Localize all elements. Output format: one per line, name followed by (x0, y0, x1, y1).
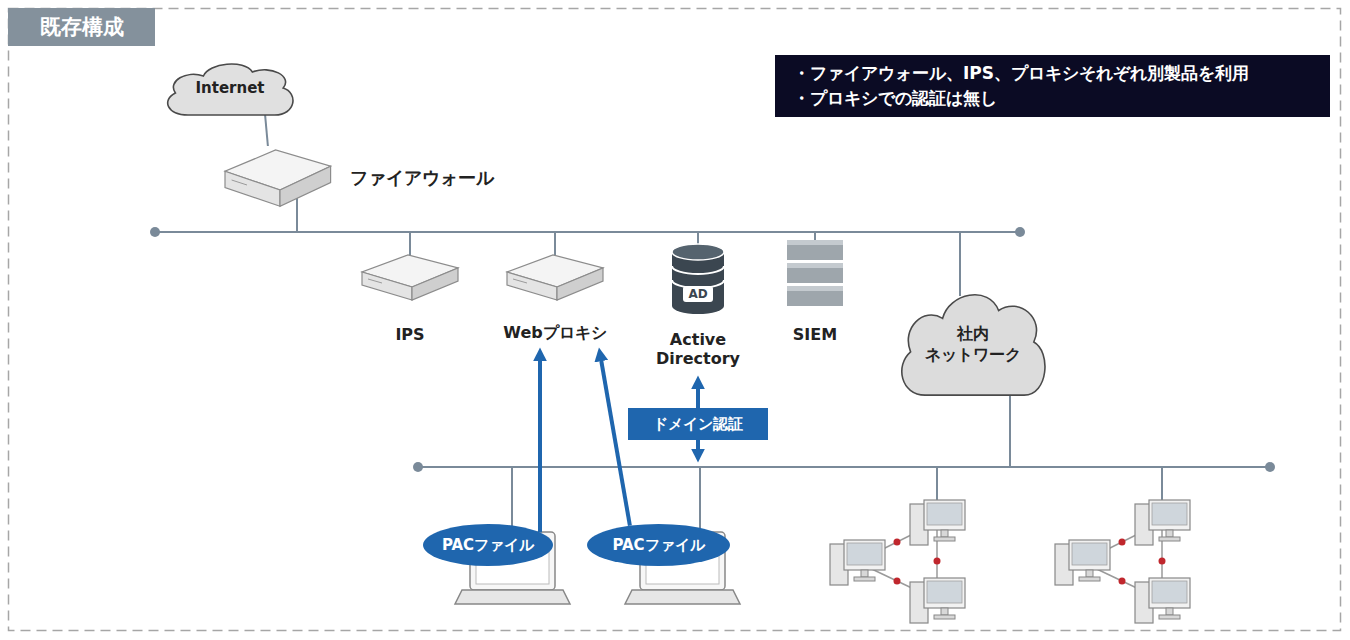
node-text: Active Directory (648, 330, 748, 368)
cloud-outline (902, 295, 1045, 395)
pac-ellipse: PACファイル (587, 524, 730, 566)
pac-ellipse: PACファイル (423, 524, 553, 566)
node-text: SIEM (793, 325, 837, 344)
cloud-node: 社内 ネットワーク (893, 283, 1053, 401)
device-node: ファイアウォール (222, 146, 500, 210)
ellipse-fill (587, 524, 730, 566)
pc-cluster (830, 500, 965, 623)
firewall-device (225, 150, 331, 206)
node-text: IPS (395, 325, 424, 344)
node-text: Webプロキシ (503, 323, 606, 344)
ips-device (362, 255, 458, 300)
bus-end-dot (150, 227, 1275, 472)
node-text: ・プロキシでの認証は無し (793, 86, 1312, 111)
note-box: ・ファイアウォール、IPS、プロキシそれぞれ別製品を利用・プロキシでの認証は無し (775, 55, 1330, 117)
cloud-outline (168, 64, 293, 115)
node-text: ファイアウォール (350, 166, 494, 190)
database-cylinder (672, 244, 724, 314)
dashed-frame (9, 9, 1341, 631)
ellipse-fill (423, 524, 553, 566)
connector (265, 114, 268, 146)
node-text: Internet (195, 79, 264, 97)
node-text: ・ファイアウォール、IPS、プロキシそれぞれ別製品を利用 (793, 61, 1312, 86)
directory-node: Active Directory (640, 240, 756, 372)
icon-label: AD (683, 286, 713, 302)
pc-cluster (1055, 500, 1190, 623)
device-node: IPS (355, 250, 465, 348)
connector (601, 360, 630, 526)
node-text: ドメイン認証 (653, 415, 743, 434)
node-text: PACファイル (612, 536, 704, 555)
proxy-device (507, 255, 603, 300)
connector (538, 360, 542, 532)
server-node: SIEM (770, 236, 860, 348)
auth-label-box: ドメイン認証 (628, 408, 768, 440)
network-bus (155, 198, 1270, 530)
node-text: PACファイル (442, 536, 534, 555)
server-stack (787, 240, 843, 306)
device-node: Webプロキシ (492, 250, 618, 348)
title-tab: 既存構成 (8, 8, 155, 46)
cloud-node: Internet (160, 58, 300, 118)
node-text: 社内 ネットワーク (917, 324, 1029, 366)
